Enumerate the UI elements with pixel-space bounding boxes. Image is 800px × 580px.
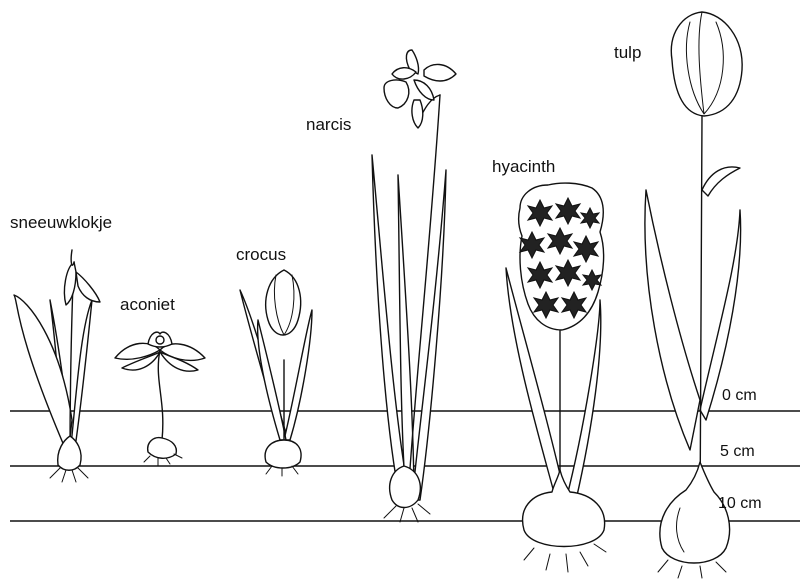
snowdrop-drawing: [14, 250, 100, 482]
hyacinth-drawing: [506, 183, 606, 572]
aconite-drawing: [115, 332, 205, 466]
depth-label-0cm: 0 cm: [722, 388, 757, 404]
label-daffodil: narcis: [306, 116, 351, 133]
label-snowdrop: sneeuwklokje: [10, 214, 112, 231]
tulip-drawing: [645, 12, 742, 578]
label-crocus: crocus: [236, 246, 286, 263]
daffodil-drawing: [372, 50, 456, 522]
depth-label-5cm: 5 cm: [720, 444, 755, 460]
crocus-drawing: [240, 270, 312, 476]
depth-label-10cm: 10 cm: [718, 496, 762, 512]
label-tulip: tulp: [614, 44, 641, 61]
label-hyacinth: hyacinth: [492, 158, 555, 175]
label-aconite: aconiet: [120, 296, 175, 313]
